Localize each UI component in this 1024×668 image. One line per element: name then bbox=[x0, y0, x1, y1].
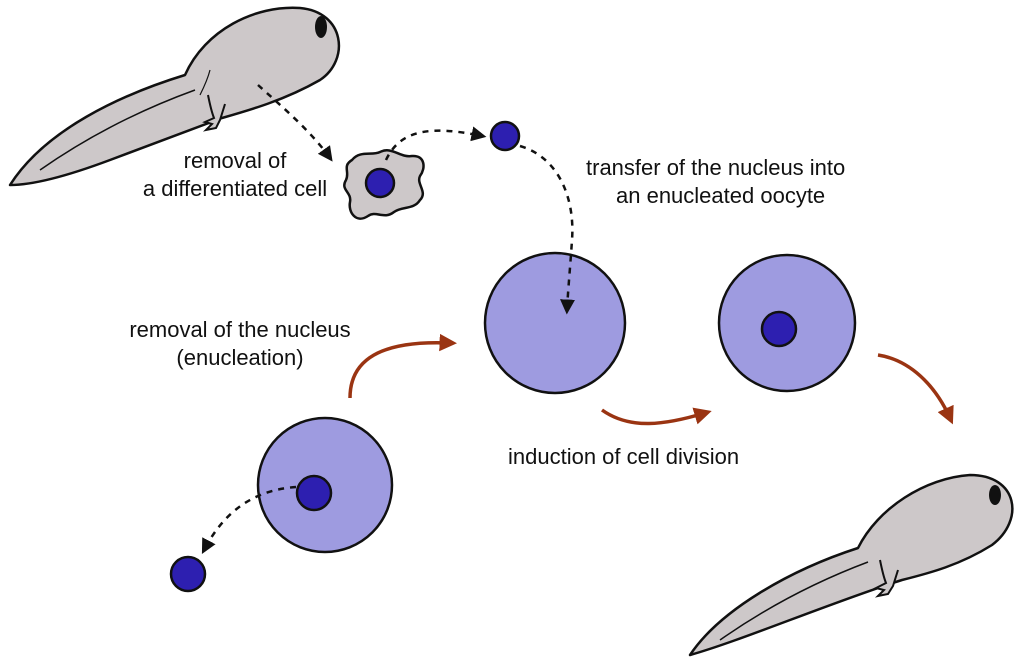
label-transfer-line-1: transfer of the nucleus into bbox=[586, 155, 846, 180]
label-removal-line-2: a differentiated cell bbox=[142, 176, 328, 201]
nucleus-reconstructed bbox=[760, 310, 798, 348]
arrow-cell-division-step bbox=[600, 407, 712, 426]
reconstructed-cell bbox=[717, 253, 857, 393]
nucleus-transferred bbox=[489, 120, 521, 152]
arrow-enucleation-step bbox=[348, 333, 457, 399]
arrow-nucleus-transfer bbox=[519, 144, 576, 315]
nucleus-differentiated-cell bbox=[364, 167, 396, 199]
differentiated-cell bbox=[343, 149, 425, 220]
arrow-development-step bbox=[877, 353, 954, 425]
label-enucleation-line-1: removal of the nucleus bbox=[129, 317, 351, 342]
oocyte-before-enucleation bbox=[256, 416, 394, 554]
nucleus-oocyte bbox=[295, 474, 333, 512]
tadpole-bottom bbox=[688, 473, 1014, 657]
label-enucleation-line-2: (enucleation) bbox=[176, 345, 304, 370]
tadpole-top bbox=[8, 6, 341, 187]
enucleated-oocyte bbox=[483, 251, 627, 395]
label-induction-of-cell-division: induction of cell division bbox=[508, 444, 740, 469]
arrow-nucleus-removal bbox=[201, 485, 297, 554]
label-removal-of-differentiated-cell: removal of a differentiated cell bbox=[100, 147, 370, 203]
label-enucleation: removal of the nucleus (enucleation) bbox=[95, 316, 385, 372]
arrow-cell-removal bbox=[257, 84, 333, 162]
label-removal-line-1: removal of bbox=[183, 148, 287, 173]
nucleus-removed bbox=[169, 555, 207, 593]
label-transfer-line-2: an enucleated oocyte bbox=[616, 183, 826, 208]
label-transfer-of-nucleus: transfer of the nucleus into an enucleat… bbox=[586, 154, 845, 210]
